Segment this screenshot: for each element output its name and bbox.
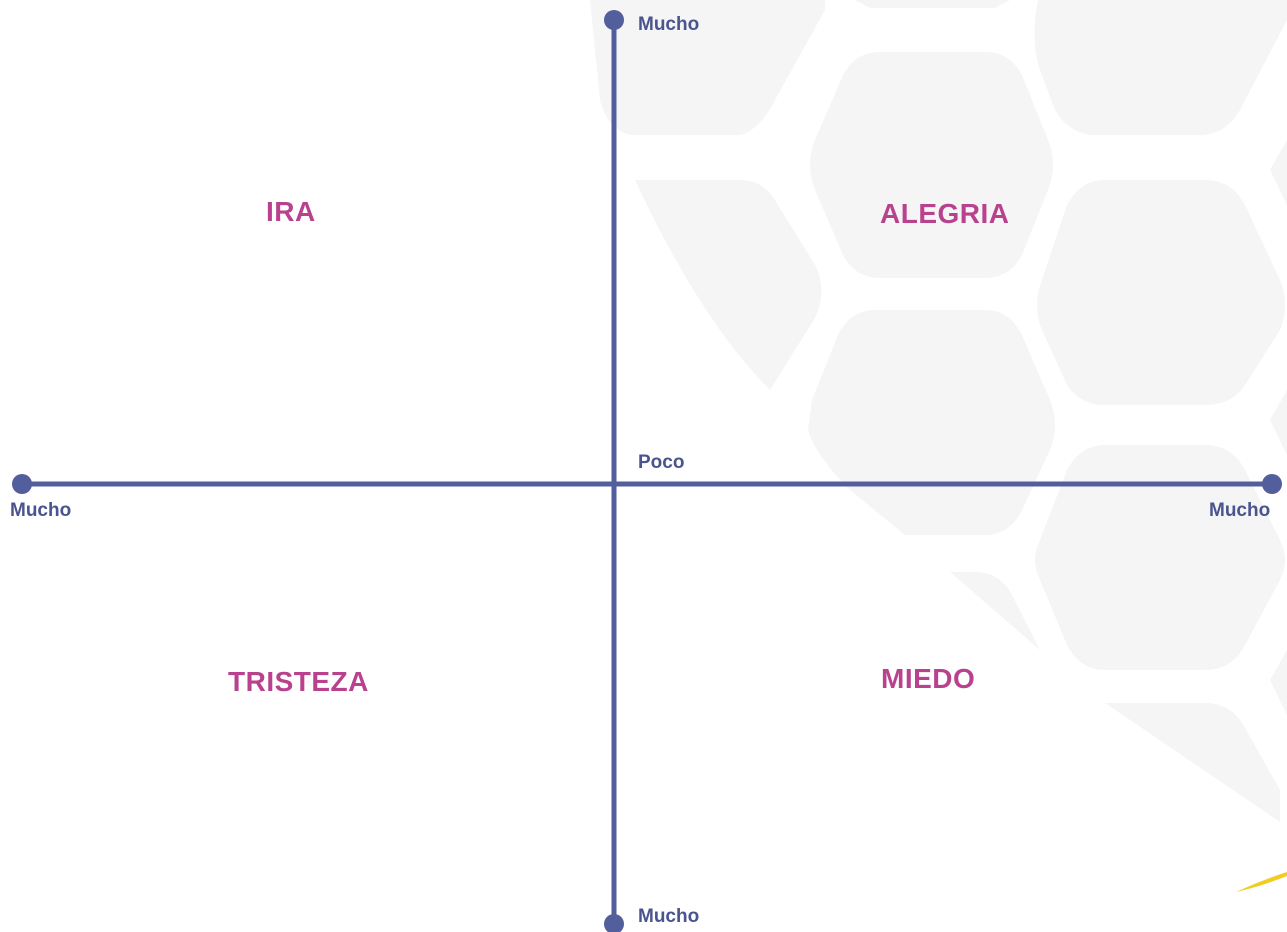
hexagon-shape [1270,390,1287,455]
quadrant-label-top-left: IRA [266,196,316,227]
hexagon-shape [1035,445,1285,670]
axis-label-bottom: Mucho [638,906,700,927]
axis-endpoint-bottom [604,914,624,932]
hexagon-pattern [590,0,1287,822]
axis-endpoint-top [604,10,624,30]
yellow-accent-shape [1236,872,1287,892]
hexagon-shape [808,310,1055,535]
hexagon-shape [635,180,822,390]
axis-label-top: Mucho [638,14,700,35]
hexagon-shape [950,572,1040,650]
hexagon-shape [855,0,1010,8]
quadrant-label-bottom-right: MIEDO [881,663,976,694]
hexagon-shape [590,0,825,135]
hexagon-shape [810,52,1053,278]
axis-endpoint-left [12,474,32,494]
axis-label-right: Mucho [1209,500,1271,521]
quadrant-label-bottom-left: TRISTEZA [228,666,369,697]
axis-label-center: Poco [638,452,685,473]
hexagon-shape [1037,180,1285,405]
axis-label-left: Mucho [10,500,72,521]
hexagon-shape [1270,140,1287,205]
hexagon-shape [1034,0,1287,135]
quadrant-label-top-right: ALEGRIA [880,198,1010,229]
axis-endpoint-right [1262,474,1282,494]
hexagon-shape [1270,650,1287,715]
hexagon-shape [1105,703,1280,822]
